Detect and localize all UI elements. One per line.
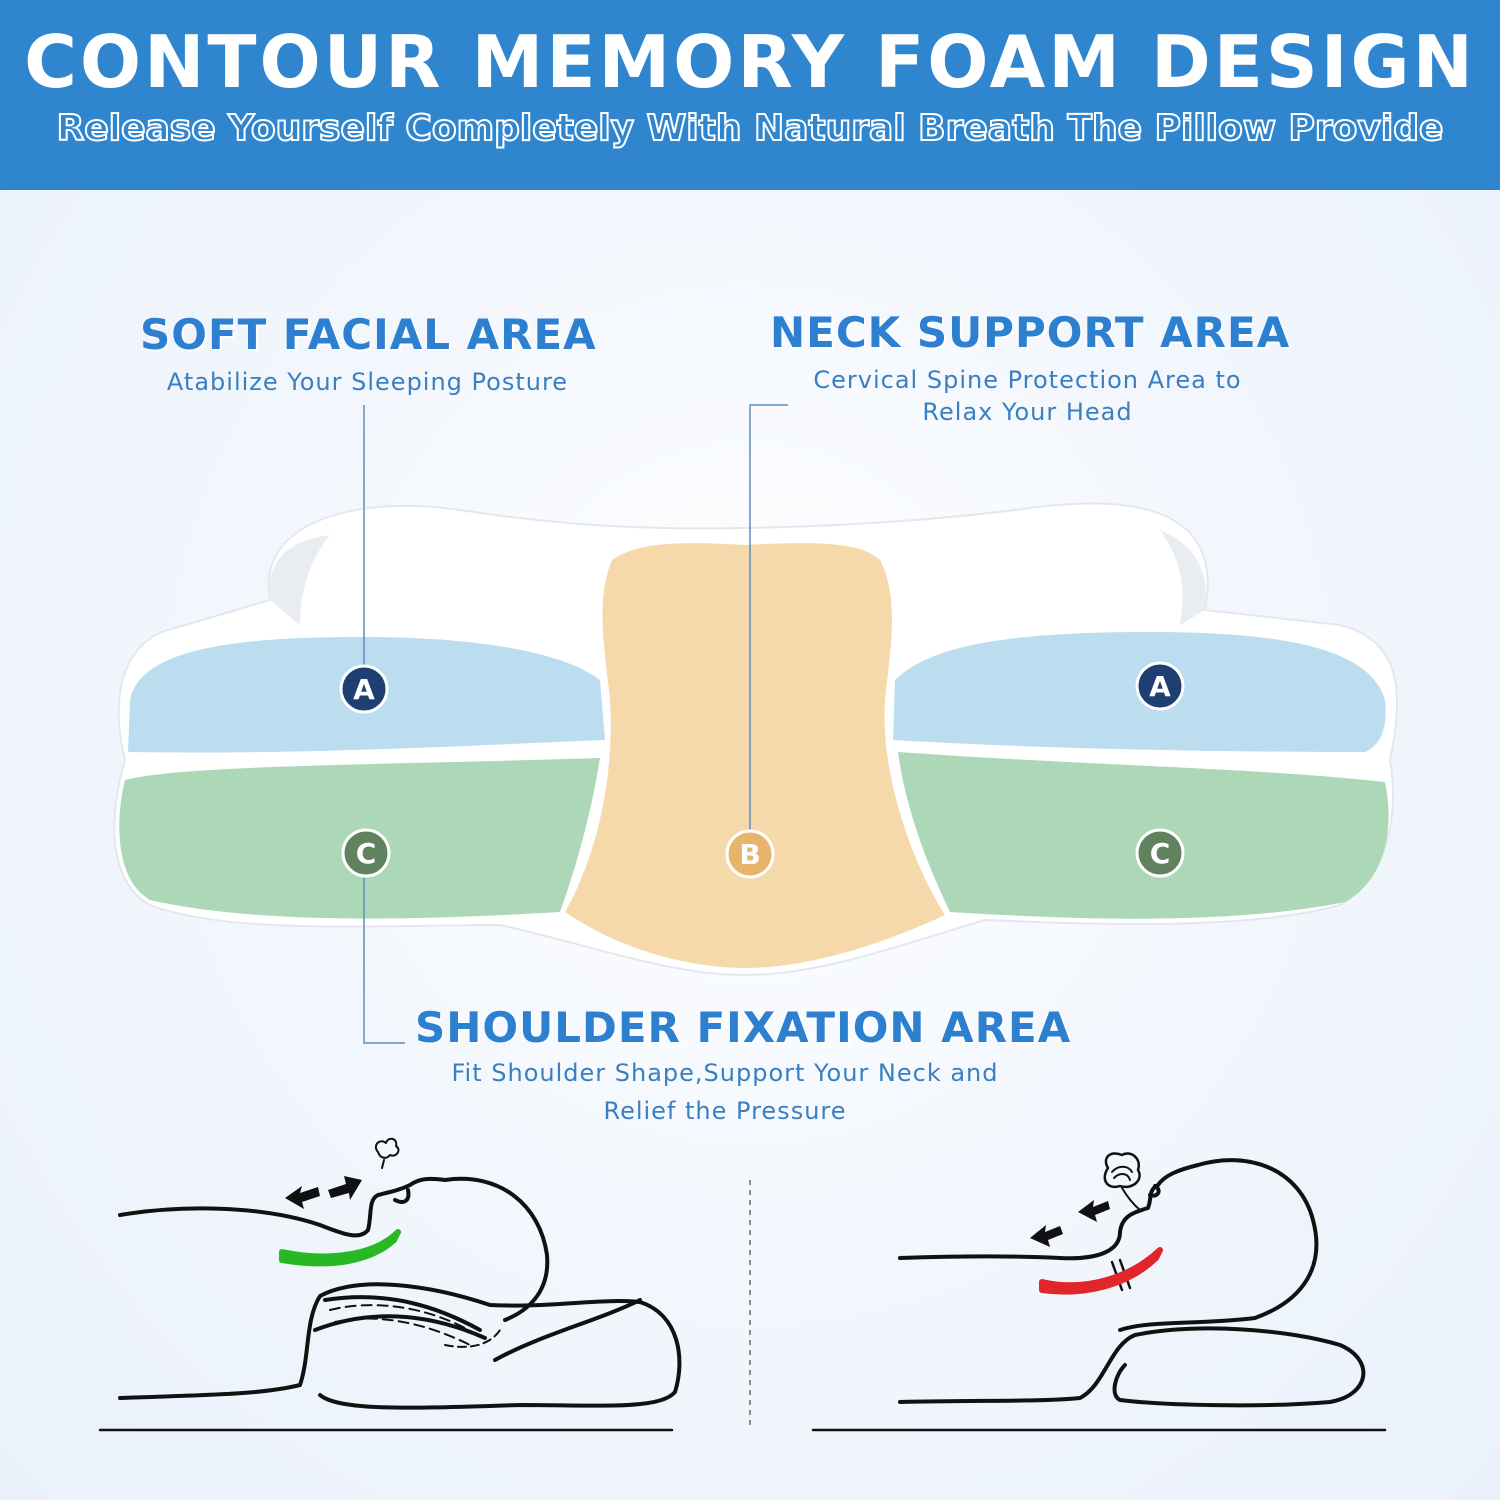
shoulder-description-line-2: Relief the Pressure <box>603 1097 847 1125</box>
pillow-top-shadow-right <box>1160 530 1206 625</box>
marker-c-left: C <box>341 828 391 878</box>
marker-c-right: C <box>1135 828 1185 878</box>
neck-support-area-description: Cervical Spine Protection Area to Relax … <box>800 364 1255 428</box>
neck-support-description-line-1: Cervical Spine Protection Area to <box>813 366 1242 394</box>
soft-facial-area-title: SOFT FACIAL AREA <box>140 310 597 359</box>
leader-line-shoulder <box>363 875 405 1044</box>
shoulder-fixation-area-description: Fit Shoulder Shape,Support Your Neck and… <box>440 1054 1010 1130</box>
neck-support-zone <box>565 543 945 968</box>
page-title: CONTOUR MEMORY FOAM DESIGN <box>24 20 1476 104</box>
sleeper-on-flat-pillow-icon <box>811 1152 1387 1432</box>
svg-text:A: A <box>353 673 375 706</box>
shoulder-fixation-area-title: SHOULDER FIXATION AREA <box>415 1003 1072 1052</box>
pillow-top-shadow <box>269 535 330 625</box>
strained-neck-curve <box>1039 1247 1163 1295</box>
correct-neck-curve <box>279 1229 401 1267</box>
svg-text:C: C <box>356 837 377 870</box>
double-arrow-icon-right <box>1030 1200 1110 1247</box>
svg-text:A: A <box>1149 670 1171 703</box>
page-subtitle: Release Yourself Completely With Natural… <box>56 107 1445 150</box>
double-arrow-icon-left <box>285 1176 362 1209</box>
shoulder-description-line-1: Fit Shoulder Shape,Support Your Neck and <box>451 1059 999 1087</box>
neck-support-description-line-2: Relax Your Head <box>922 398 1133 426</box>
neck-support-area-title: NECK SUPPORT AREA <box>770 308 1291 357</box>
marker-a-left: A <box>339 664 389 714</box>
marker-a-right: A <box>1135 661 1185 711</box>
sleeper-on-contour-pillow-icon <box>98 1137 682 1432</box>
leader-line-neck-support <box>749 404 788 835</box>
svg-text:B: B <box>739 838 760 871</box>
svg-text:C: C <box>1150 837 1171 870</box>
soft-facial-area-description: Atabilize Your Sleeping Posture <box>166 368 569 396</box>
marker-b: B <box>725 829 775 879</box>
header-banner: CONTOUR MEMORY FOAM DESIGN Release Yours… <box>0 0 1500 190</box>
